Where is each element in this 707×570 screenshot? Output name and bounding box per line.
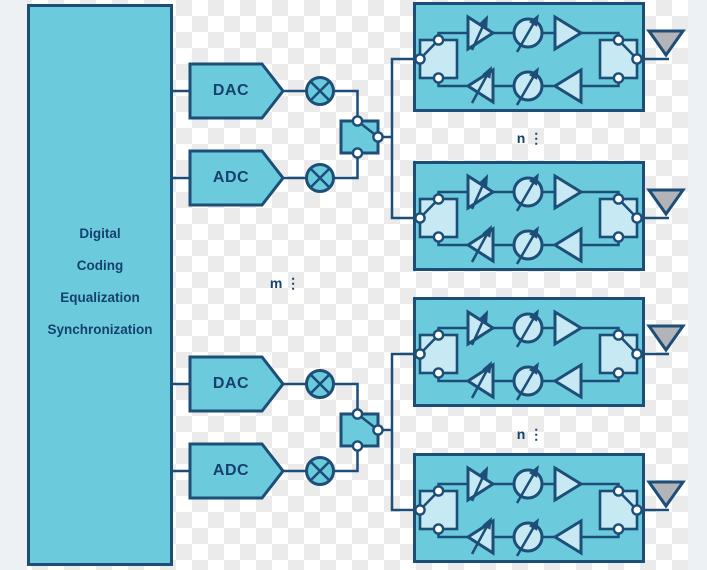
splitter-wiring-bottom <box>390 352 413 512</box>
m-chains-label: m ⋮ <box>269 275 301 291</box>
dac-label-bottom: DAC <box>212 375 250 392</box>
n-elements-label-bottom: n ⋮ <box>516 426 544 442</box>
left-margin-strip <box>0 0 27 570</box>
rf-frontend-module-3 <box>411 297 647 407</box>
antenna-icon-2 <box>646 188 686 217</box>
antenna-feed-lines <box>645 57 669 512</box>
right-margin-strip <box>688 0 707 570</box>
adc-label-bottom: ADC <box>212 462 250 479</box>
adc-label-top: ADC <box>212 169 250 186</box>
digital-block-line-1: Digital <box>79 226 121 241</box>
rf-frontend-module-4 <box>411 453 647 563</box>
splitter-wiring-top <box>390 57 413 220</box>
digital-block-line-2: Coding <box>76 258 124 273</box>
rf-frontend-module-2 <box>411 161 647 271</box>
n-elements-label-top: n ⋮ <box>516 130 544 146</box>
antenna-icon-4 <box>646 480 686 509</box>
rf-frontend-module-1 <box>411 2 647 112</box>
dac-label-top: DAC <box>212 82 250 99</box>
digital-block-line-3: Equalization <box>60 290 140 305</box>
digital-processing-block <box>27 4 173 566</box>
antenna-icon-3 <box>646 324 686 353</box>
digital-block-line-4: Synchronization <box>47 322 153 337</box>
digital-block-label: Digital Coding Equalization Synchronizat… <box>27 210 173 354</box>
antenna-icon-1 <box>646 29 686 58</box>
